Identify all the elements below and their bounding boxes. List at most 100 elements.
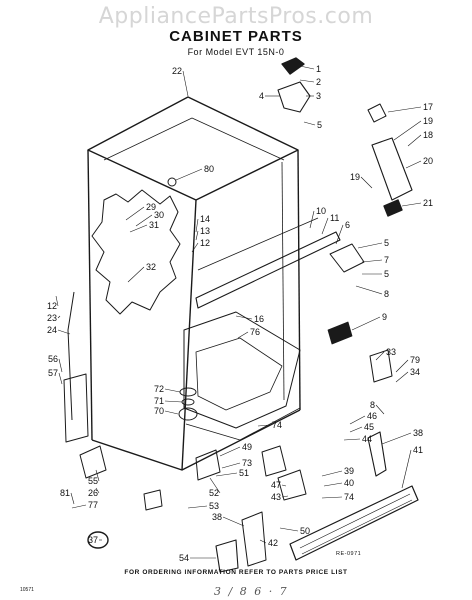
part-callout-9: 9 (382, 312, 387, 322)
part-callout-73: 73 (242, 458, 252, 468)
leader-line-77 (71, 504, 87, 509)
leader-line-9 (351, 316, 381, 331)
part-callout-31: 31 (149, 220, 159, 230)
part-callout-72: 72 (154, 384, 164, 394)
door-stop (383, 199, 403, 217)
part-callout-24: 24 (47, 325, 57, 335)
leader-line-14 (195, 218, 199, 233)
leader-line-52 (209, 477, 221, 494)
leader-line-38 (381, 432, 412, 445)
leader-line-6 (335, 224, 344, 245)
liner-step (195, 337, 283, 411)
part-callout-79: 79 (410, 355, 420, 365)
leader-line-13 (195, 230, 199, 241)
part-callout-5: 5 (384, 269, 389, 279)
leader-line-74 (257, 424, 271, 427)
leader-line-31 (129, 224, 148, 233)
leader-line-23 (57, 315, 61, 319)
cabinet-inner-left (181, 199, 197, 471)
leader-line-8 (355, 285, 383, 295)
roller-wheel (87, 531, 109, 549)
leader-line-16 (235, 315, 253, 320)
leader-line-5 (303, 121, 316, 126)
shelf-rail-lower (197, 217, 319, 271)
part-callout-47: 47 (271, 480, 281, 490)
part-callout-34: 34 (410, 367, 420, 377)
leader-line-5 (357, 242, 383, 249)
cabinet-right-side (297, 149, 301, 411)
diagram-title: CABINET PARTS (169, 28, 303, 45)
hinge-shim (367, 103, 387, 123)
shelf-rail (195, 231, 341, 309)
cabinet-inner-edge (281, 161, 285, 401)
leader-line-38 (222, 516, 245, 527)
leader-line-43 (281, 495, 289, 498)
part-callout-56: 56 (48, 354, 58, 364)
leader-line-34 (395, 371, 409, 383)
leader-line-80 (175, 168, 203, 181)
part-callout-22: 22 (172, 66, 182, 76)
part-callout-10: 10 (316, 206, 326, 216)
hinge-cover (281, 57, 305, 75)
leader-line-12 (191, 242, 199, 253)
cabinet-front-edge (87, 149, 93, 441)
leader-line-41 (401, 449, 412, 489)
shim-pad (143, 489, 163, 511)
leader-line-40 (323, 482, 343, 487)
drain-fitting (178, 407, 198, 421)
leader-line-71 (164, 400, 183, 403)
leader-line-1 (299, 65, 315, 70)
part-callout-77: 77 (88, 500, 98, 510)
part-callout-53: 53 (209, 501, 219, 511)
part-callout-4: 4 (259, 91, 264, 101)
leader-line-26 (95, 487, 100, 494)
leader-line-76 (237, 331, 249, 339)
leader-line-47 (281, 484, 287, 487)
model-subtitle: For Model EVT 15N-0 (187, 47, 285, 57)
part-callout-41: 41 (413, 445, 423, 455)
part-callout-23: 23 (47, 313, 57, 323)
grille (289, 485, 419, 561)
leader-line-46 (349, 415, 366, 425)
leader-line-44 (343, 438, 361, 441)
leader-line-45 (349, 426, 363, 433)
leader-line-21 (401, 202, 422, 207)
part-callout-38: 38 (212, 512, 222, 522)
upper-hinge (277, 81, 311, 113)
stop-bracket (329, 243, 365, 273)
part-callout-1: 1 (316, 64, 321, 74)
leader-line-79 (395, 359, 409, 373)
lower-bracket (369, 349, 393, 383)
part-callout-7: 7 (384, 255, 389, 265)
part-callout-80: 80 (204, 164, 214, 174)
part-callout-43: 43 (271, 492, 281, 502)
drain-cap (179, 387, 197, 397)
watermark: AppliancePartsPros.com (98, 4, 374, 29)
part-callout-42: 42 (268, 538, 278, 548)
plug-button (167, 177, 177, 187)
liner-floor (183, 311, 301, 429)
leader-line-51 (215, 472, 238, 477)
leader-line-17 (387, 106, 422, 113)
leader-line-56 (58, 358, 63, 373)
ordering-footer: FOR ORDERING INFORMATION REFER TO PARTS … (124, 569, 348, 576)
leader-line-11 (321, 217, 329, 235)
leader-line-39 (321, 470, 343, 477)
part-callout-57: 57 (48, 368, 58, 378)
leader-line-7 (361, 259, 383, 263)
leader-line-32 (127, 266, 145, 283)
part-callout-11: 11 (330, 213, 339, 223)
leader-line-50 (279, 527, 299, 532)
switch-housing (327, 321, 353, 345)
part-callout-20: 20 (423, 156, 433, 166)
part-callout-3: 3 (316, 91, 321, 101)
part-callout-55: 55 (88, 476, 98, 486)
part-callout-45: 45 (364, 422, 374, 432)
leader-line-57 (58, 372, 63, 385)
lower-hinge (367, 431, 387, 477)
leader-line-24 (57, 329, 71, 335)
leader-line-20 (405, 160, 422, 169)
drain-trough (185, 407, 301, 441)
leader-line-70 (164, 410, 179, 415)
